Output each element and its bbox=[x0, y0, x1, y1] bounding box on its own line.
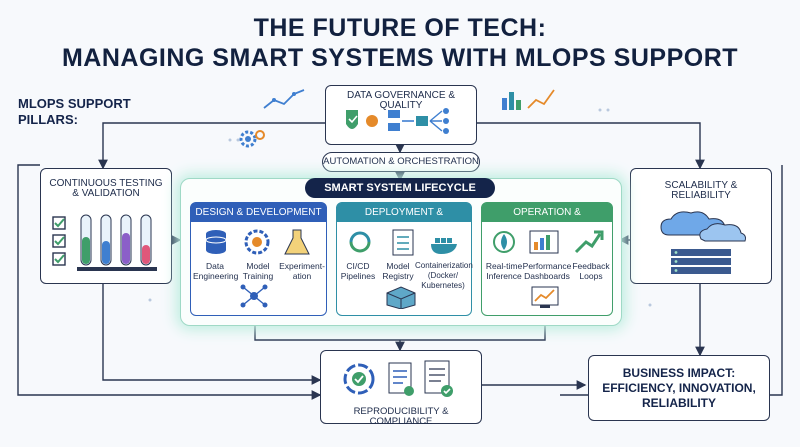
data-flow-icon bbox=[346, 108, 449, 134]
design-icons bbox=[205, 229, 310, 255]
inference-icon bbox=[493, 231, 515, 253]
scalability-box: SCALABILITY & RELIABILITY bbox=[630, 168, 772, 284]
panel-deploy-title: DEPLOYMENT & INTEGRATION bbox=[337, 203, 471, 237]
design-item-model-training: Model Training bbox=[242, 261, 274, 281]
panel-design-title: DESIGN & DEVELOPMENT bbox=[191, 203, 326, 222]
panel-operate: OPERATION & MONITORING Real-time Inferen… bbox=[481, 202, 613, 316]
operate-item-feedback: Feedback Loops bbox=[572, 261, 610, 281]
testing-box: CONTINUOUS TESTING & VALIDATION bbox=[40, 168, 172, 284]
design-item-data-engineering: Data Engineering bbox=[193, 261, 239, 281]
gear-icon bbox=[239, 130, 265, 148]
cloud-servers-icon bbox=[660, 211, 746, 274]
scalability-label: SCALABILITY & RELIABILITY bbox=[664, 180, 738, 201]
design-item-experimentation: Experiment- ation bbox=[279, 261, 325, 281]
container-box-icon bbox=[386, 286, 416, 309]
panel-deploy: DEPLOYMENT & INTEGRATION CI/CD Pipelines… bbox=[336, 202, 473, 316]
panel-design: DESIGN & DEVELOPMENT Data Engineering Mo… bbox=[190, 202, 327, 316]
impact-label: BUSINESS IMPACT: EFFICIENCY, INNOVATION,… bbox=[602, 366, 756, 410]
compliance-icons bbox=[343, 360, 453, 397]
page-title-line1: THE FUTURE OF TECH: bbox=[253, 14, 547, 42]
panel-operate-title: OPERATION & MONITORING bbox=[482, 203, 612, 237]
feedback-arrow-icon bbox=[574, 230, 604, 254]
operate-icons bbox=[493, 230, 604, 254]
monitor-chart-icon bbox=[531, 286, 559, 308]
document-icon bbox=[388, 362, 414, 396]
reproducibility-box: REPRODUCIBILITY & COMPLIANCE bbox=[320, 350, 482, 427]
network-icon bbox=[240, 284, 268, 308]
lifecycle-label: SMART SYSTEM LIFECYCLE bbox=[324, 182, 476, 194]
operate-item-dashboards: Performance Dashboards bbox=[522, 261, 572, 281]
flask-icon bbox=[284, 229, 310, 255]
dashboard-icon bbox=[529, 230, 559, 254]
operate-item-inference: Real-time Inference bbox=[485, 261, 523, 281]
pillars-label: MLOPS SUPPORT PILLARS: bbox=[18, 96, 131, 127]
automation-pill: AUTOMATION & ORCHESTRATION bbox=[322, 152, 480, 172]
governance-box: DATA GOVERNANCE & QUALITY bbox=[325, 85, 477, 145]
checklist-icon bbox=[424, 360, 453, 397]
registry-icon bbox=[392, 229, 414, 256]
database-icon bbox=[205, 230, 227, 254]
deploy-item-registry: Model Registry bbox=[382, 261, 414, 281]
deploy-icons bbox=[349, 229, 457, 256]
line-chart-icon bbox=[263, 89, 305, 109]
deploy-item-cicd: CI/CD Pipelines bbox=[340, 261, 376, 281]
testing-label: CONTINUOUS TESTING & VALIDATION bbox=[49, 178, 163, 199]
bar-chart-icon bbox=[502, 89, 555, 110]
test-tubes-icon bbox=[52, 214, 157, 271]
automation-label: AUTOMATION & ORCHESTRATION bbox=[323, 156, 479, 167]
cicd-icon bbox=[349, 231, 371, 253]
lifecycle-header: SMART SYSTEM LIFECYCLE bbox=[305, 178, 495, 198]
reproducibility-label: REPRODUCIBILITY & COMPLIANCE bbox=[353, 406, 449, 427]
governance-label: DATA GOVERNANCE & QUALITY bbox=[347, 90, 455, 111]
page-title-line2: MANAGING SMART SYSTEMS WITH MLOPS SUPPOR… bbox=[61, 44, 739, 72]
deploy-item-containerization: Containerization (Docker/ Kubernetes) bbox=[415, 261, 473, 290]
cycle-check-icon bbox=[343, 363, 375, 395]
impact-box: BUSINESS IMPACT: EFFICIENCY, INNOVATION,… bbox=[588, 355, 770, 421]
brain-gear-icon bbox=[244, 229, 270, 255]
docker-icon bbox=[431, 238, 457, 254]
